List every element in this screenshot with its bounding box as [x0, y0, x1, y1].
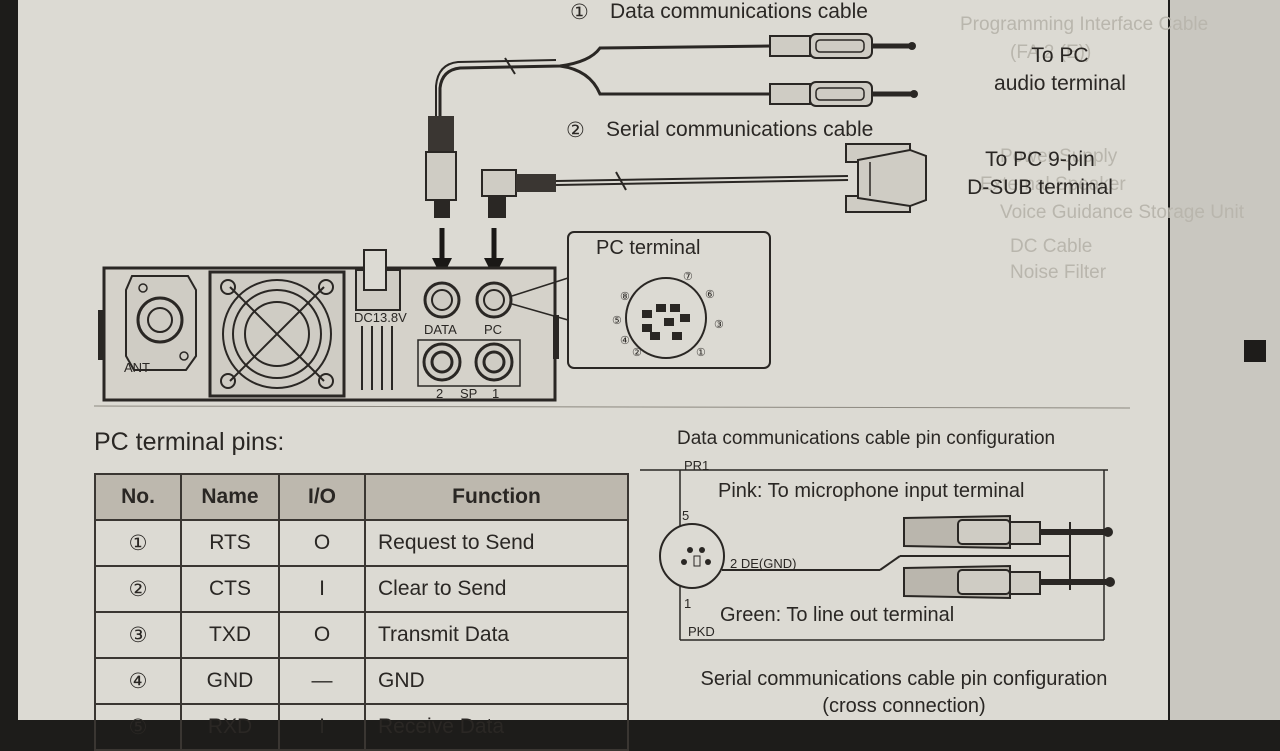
- pin-number: ⑦: [683, 271, 693, 283]
- sp-label: 1: [492, 386, 500, 401]
- pins-table: No. Name I/O Function ① RTS O Request to…: [94, 473, 629, 751]
- pin-number: ⑥: [705, 289, 715, 301]
- cell-io: I: [278, 703, 366, 751]
- to-pc-dsub-label: D-SUB terminal: [967, 176, 1113, 199]
- connection-diagram: [93, 33, 1131, 641]
- bleed-text: Power Supply: [1000, 146, 1118, 167]
- cell-io: I: [278, 565, 366, 613]
- pin-number: ②: [632, 347, 642, 359]
- audio-plug-2: [769, 81, 918, 107]
- cell-name: TXD: [180, 611, 280, 659]
- table-row: ② CTS I Clear to Send: [94, 565, 629, 613]
- pin5-label: 5: [682, 508, 690, 523]
- to-pc-dsub-label: To PC 9-pin: [985, 148, 1095, 171]
- serial-cable-number: ②: [566, 119, 585, 142]
- col-header-io: I/O: [278, 473, 366, 521]
- data-cable-config-title: Data communications cable pin configurat…: [677, 428, 1056, 449]
- to-pc-audio-label: To PC: [1031, 44, 1089, 67]
- dc-label: DC13.8V: [354, 310, 407, 325]
- table-row: ① RTS O Request to Send: [94, 519, 629, 567]
- cell-no: ④: [94, 657, 182, 705]
- pin-number: ④: [620, 335, 630, 347]
- data-port-label: DATA: [424, 322, 457, 337]
- pin-number: ⑤: [612, 315, 622, 327]
- cell-no: ⑤: [94, 703, 182, 751]
- data-cable-number: ①: [570, 1, 589, 24]
- cell-function: Transmit Data: [364, 611, 629, 659]
- cell-io: O: [278, 519, 366, 567]
- cell-function: Receive Data: [364, 703, 629, 751]
- table-row: ④ GND — GND: [94, 657, 629, 705]
- pin1-label: 1: [684, 596, 692, 611]
- bleed-text: Voice Guidance Storage Unit: [1000, 202, 1244, 223]
- audio-plug-1: [769, 33, 916, 59]
- sp-label: SP: [460, 386, 478, 401]
- dsub-connector: [845, 143, 927, 213]
- cell-name: RTS: [180, 519, 280, 567]
- cell-no: ③: [94, 611, 182, 659]
- col-header-function: Function: [364, 473, 629, 521]
- serial-cable-config-subtitle: (cross connection): [822, 695, 986, 717]
- page-marker: [1244, 340, 1266, 362]
- green-label: Green: To line out terminal: [720, 604, 955, 626]
- col-header-name: Name: [180, 473, 280, 521]
- pc-port-label: PC: [484, 322, 503, 337]
- cell-io: O: [278, 611, 366, 659]
- bleed-text: External Speaker: [980, 174, 1126, 195]
- pin-number: ①: [696, 347, 706, 359]
- bleed-text: (FA 2 (E)): [1010, 42, 1092, 63]
- pr1-label: PR1: [684, 458, 710, 473]
- bleed-text: Noise Filter: [1010, 262, 1107, 283]
- pins-heading: PC terminal pins:: [94, 428, 285, 456]
- cell-function: GND: [364, 657, 629, 705]
- col-header-no: No.: [94, 473, 182, 521]
- sp-label: 2: [436, 386, 444, 401]
- ant-label: ANT: [124, 360, 150, 375]
- bleed-text: Programming Interface Cable: [960, 14, 1209, 35]
- cell-name: CTS: [180, 565, 280, 613]
- cell-name: RXD: [180, 703, 280, 751]
- table-row: ③ TXD O Transmit Data: [94, 611, 629, 659]
- pin-number: ③: [714, 319, 724, 331]
- table-row: ⑤ RXD I Receive Data: [94, 703, 629, 751]
- pink-plug: [903, 514, 1113, 550]
- pin2-label: 2 DE(GND): [730, 556, 797, 571]
- serial-cable-config-title: Serial communications cable pin configur…: [700, 668, 1108, 690]
- to-pc-audio-label: audio terminal: [994, 72, 1126, 95]
- cell-no: ①: [94, 519, 182, 567]
- pc-terminal-title: PC terminal: [596, 237, 701, 259]
- cell-no: ②: [94, 565, 182, 613]
- pin-number: ⑧: [620, 291, 630, 303]
- bleed-text: DC Cable: [1010, 236, 1093, 257]
- cell-name: GND: [180, 657, 280, 705]
- data-cable-label: Data communications cable: [610, 0, 868, 23]
- green-plug: [903, 564, 1115, 600]
- cell-io: —: [278, 657, 366, 705]
- table-header-row: No. Name I/O Function: [94, 473, 629, 521]
- serial-cable-label: Serial communications cable: [606, 118, 874, 141]
- pink-label: Pink: To microphone input terminal: [718, 480, 1025, 502]
- cell-function: Request to Send: [364, 519, 629, 567]
- cell-function: Clear to Send: [364, 565, 629, 613]
- pkd-label: PKD: [688, 624, 715, 639]
